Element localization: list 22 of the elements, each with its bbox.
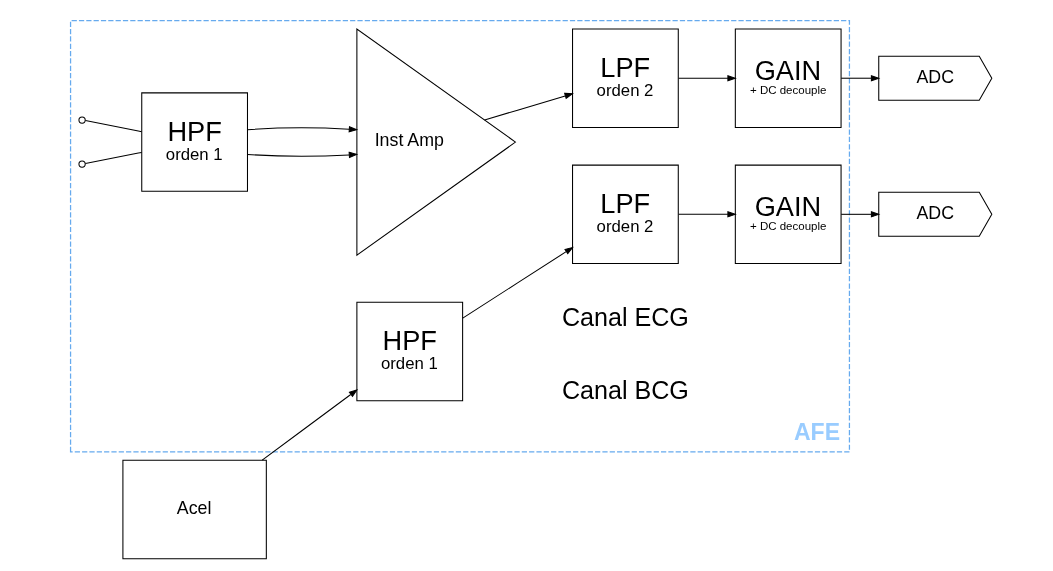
node-box: GAIN + DC decouple	[734, 164, 842, 265]
node-circle	[77, 160, 86, 168]
arrow	[246, 125, 358, 133]
label: Canal ECG	[561, 302, 689, 331]
node-box: LPF orden 2	[571, 164, 679, 265]
arrow	[677, 74, 737, 82]
arrow	[677, 211, 737, 218]
arrow	[461, 246, 574, 319]
label: Canal BCG	[561, 375, 689, 404]
arrow	[483, 92, 574, 121]
connector	[84, 151, 142, 165]
arrow	[840, 211, 880, 218]
arrow	[840, 74, 880, 82]
node-circle	[77, 116, 86, 124]
node-box: HPF orden 1	[140, 92, 248, 192]
node-box: GAIN + DC decouple	[734, 28, 842, 128]
node-box: Acel	[121, 459, 267, 560]
node-box: HPF orden 1	[355, 301, 463, 402]
arrow	[246, 151, 358, 159]
arrow	[261, 389, 358, 461]
node-box: LPF orden 2	[571, 28, 679, 128]
connector	[84, 120, 142, 133]
